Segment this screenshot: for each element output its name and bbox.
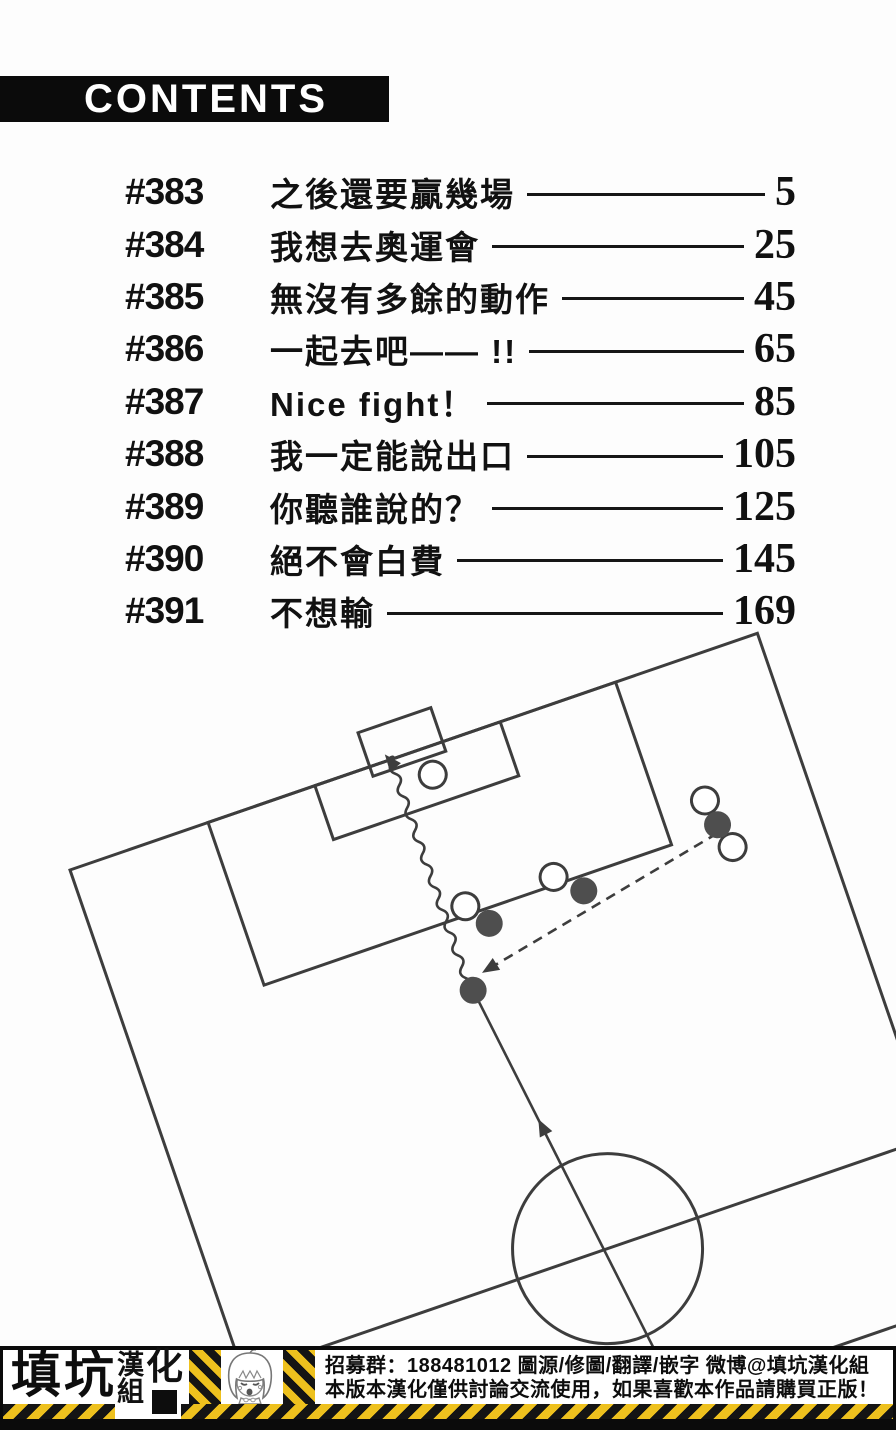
player-marker-filled [704, 811, 732, 839]
pass-arrowhead [482, 957, 501, 973]
pass-line [483, 832, 718, 973]
footer-credits: 招募群：188481012 圖源/修圖/翻譯/嵌字 微博@填坑漢化組 本版本漢化… [325, 1354, 891, 1402]
chapter-row: #391 不想輸 169 [125, 585, 796, 637]
chapter-number: #387 [125, 380, 204, 422]
mascot-eye-left [240, 1382, 248, 1386]
dribble-arrowhead [384, 754, 401, 772]
leader-line [387, 611, 723, 615]
chapter-title: 絕不會白費 [270, 542, 445, 580]
chapter-title: 一起去吧—— !! [270, 333, 518, 371]
chapter-number: #383 [125, 171, 204, 213]
chapter-row: #387 Nice fight！ 85 [125, 376, 796, 428]
chapter-row: #389 你聽誰說的？ 125 [125, 480, 796, 532]
page-number: 85 [754, 378, 796, 425]
page-number: 65 [754, 326, 796, 373]
chapter-number: #390 [125, 537, 204, 579]
goal-box [356, 705, 448, 779]
leader-line [492, 507, 723, 511]
dribble-path [388, 755, 473, 991]
page-number: 169 [733, 588, 796, 635]
player-marker-filled [459, 976, 487, 1004]
leader-line [457, 559, 723, 563]
chapter-title: 之後還要贏幾場 [270, 176, 515, 214]
player-marker-open [417, 759, 448, 790]
player-marker-open [450, 891, 481, 922]
footer-content: 填坑 漢 化 組 招募群：1884810 [3, 1346, 893, 1414]
chapter-title: 無沒有多餘的動作 [270, 280, 550, 318]
player-marker-open [717, 832, 748, 863]
leader-line [527, 454, 723, 458]
group-logo-sub2: 化 [146, 1346, 183, 1387]
mascot-mouth [246, 1388, 253, 1396]
chapter-number: #384 [125, 223, 204, 265]
chapter-row: #386 一起去吧—— !! 65 [125, 323, 796, 375]
group-logo-sub3: 組 [117, 1377, 144, 1407]
chapter-title: 你聽誰說的？ [270, 490, 480, 528]
page-number: 125 [733, 483, 796, 530]
hazard-stripe-left [189, 1350, 221, 1404]
group-logo-sub1: 漢 [117, 1350, 144, 1380]
run-line [471, 989, 668, 1352]
chapter-row: #388 我一定能說出口 105 [125, 428, 796, 480]
mascot-eye-right [252, 1382, 260, 1386]
chapter-number: #391 [125, 590, 204, 632]
field-group [68, 631, 896, 1352]
hazard-band-left [3, 1404, 115, 1419]
group-logo-square [152, 1390, 177, 1414]
chapter-number: #389 [125, 485, 204, 527]
page-number: 105 [733, 431, 796, 478]
leader-line [562, 297, 744, 301]
footer-bottom-bar [3, 1419, 893, 1430]
leader-line [492, 245, 744, 249]
chapter-number: #386 [125, 328, 204, 370]
group-logo-main: 填坑 [11, 1347, 117, 1403]
chapter-row: #390 絕不會白費 145 [125, 533, 796, 585]
halfway-line [243, 1135, 896, 1352]
chapter-title: 我想去奧運會 [270, 228, 480, 266]
mascot-girl-illustration [227, 1350, 273, 1404]
chapter-title: 我一定能說出口 [270, 438, 515, 476]
soccer-field-diagram [68, 631, 896, 1352]
page-title: CONTENTS [84, 77, 328, 121]
hazard-band [3, 1404, 893, 1419]
page-number: 25 [754, 221, 796, 268]
run-arrowhead [538, 1119, 553, 1138]
chapter-row: #384 我想去奧運會 25 [125, 218, 796, 270]
player-marker-filled [570, 877, 598, 905]
disclaimer-line: 本版本漢化僅供討論交流使用，如果喜歡本作品請購買正版！ [325, 1379, 879, 1401]
center-circle [511, 1152, 705, 1346]
contents-header-bar: CONTENTS [0, 76, 389, 122]
goal-area [312, 719, 521, 842]
chapter-title: 不想輸 [270, 595, 375, 633]
chapter-row: #383 之後還要贏幾場 5 [125, 166, 796, 218]
chapter-number: #388 [125, 433, 204, 475]
penalty-area [206, 680, 674, 988]
player-marker-open [538, 861, 569, 892]
leader-line [487, 402, 744, 406]
chapter-title: Nice fight！ [270, 385, 476, 423]
chapter-row: #385 無沒有多餘的動作 45 [125, 271, 796, 323]
page-number: 145 [733, 535, 796, 582]
hazard-band-right [181, 1404, 893, 1419]
chapter-number: #385 [125, 275, 204, 317]
scanlation-footer: 填坑 漢 化 組 招募群：1884810 [0, 1346, 896, 1430]
page-number: 5 [775, 169, 796, 216]
recruit-line: 招募群：188481012 圖源/修圖/翻譯/嵌字 微博@填坑漢化組 [325, 1355, 870, 1377]
hazard-stripe-right [283, 1350, 315, 1404]
player-marker-filled [475, 909, 503, 937]
page-number: 45 [754, 273, 796, 320]
footer-top-border [3, 1346, 893, 1350]
leader-line [529, 349, 744, 353]
mascot-hair [227, 1352, 273, 1400]
player-marker-open [689, 785, 720, 816]
leader-line [527, 192, 765, 196]
